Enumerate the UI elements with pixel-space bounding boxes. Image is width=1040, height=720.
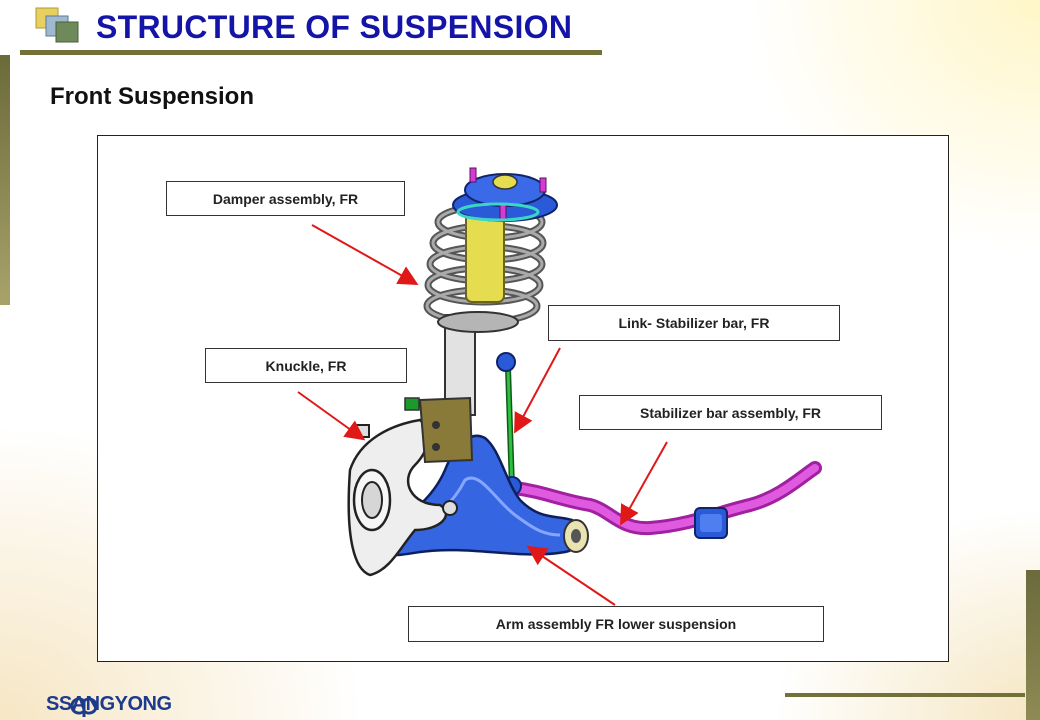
stabilizer-callout-arrow — [620, 441, 668, 526]
knuckle-label: Knuckle, FR — [205, 348, 407, 383]
link-stabilizer-label: Link- Stabilizer bar, FR — [548, 305, 840, 341]
footer-rule — [785, 693, 1025, 697]
knuckle-part — [347, 418, 458, 577]
title-bullet-icon — [35, 7, 79, 43]
right-accent-bar — [1026, 570, 1040, 720]
brand-logo-text: SSANGYONG — [46, 693, 172, 715]
damper-label: Damper assembly, FR — [166, 181, 405, 216]
ssangyong-emblem-icon — [70, 697, 98, 717]
lower-arm-label: Arm assembly FR lower suspension — [408, 606, 824, 642]
damper-part — [404, 167, 558, 464]
slide-title: STRUCTURE OF SUSPENSION — [96, 9, 573, 45]
stabilizer-bar-part — [508, 461, 822, 539]
title-underline — [20, 50, 602, 55]
left-accent-bar — [0, 55, 10, 305]
damper-callout-arrow — [311, 224, 419, 285]
arm-callout-arrow — [526, 545, 616, 606]
stabilizer-bar-label: Stabilizer bar assembly, FR — [579, 395, 882, 430]
link-callout-arrow — [514, 347, 561, 434]
section-subtitle: Front Suspension — [50, 83, 254, 110]
knuckle-callout-arrow — [297, 391, 366, 441]
